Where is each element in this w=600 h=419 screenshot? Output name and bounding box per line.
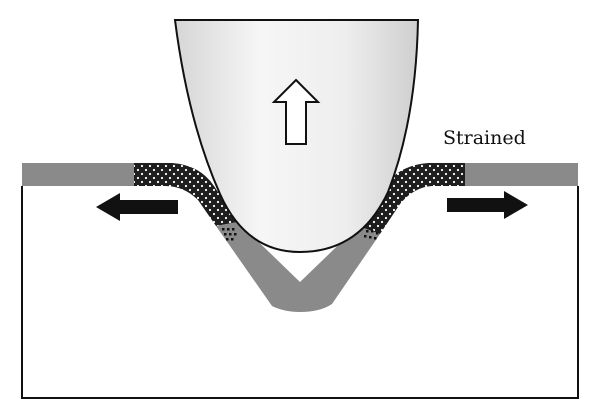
transition-dots-right <box>364 230 379 240</box>
strained-region-right <box>358 163 465 234</box>
transition-dots-left <box>222 228 237 241</box>
strained-label: Strained <box>443 127 526 149</box>
up-arrow-icon <box>271 78 321 145</box>
right-arrow-icon <box>447 191 528 219</box>
film-left-flat <box>22 163 134 186</box>
film-right-flat <box>465 163 578 186</box>
strained-region-left <box>134 163 238 226</box>
substrate-outline <box>21 186 579 399</box>
left-arrow-icon <box>96 193 178 221</box>
